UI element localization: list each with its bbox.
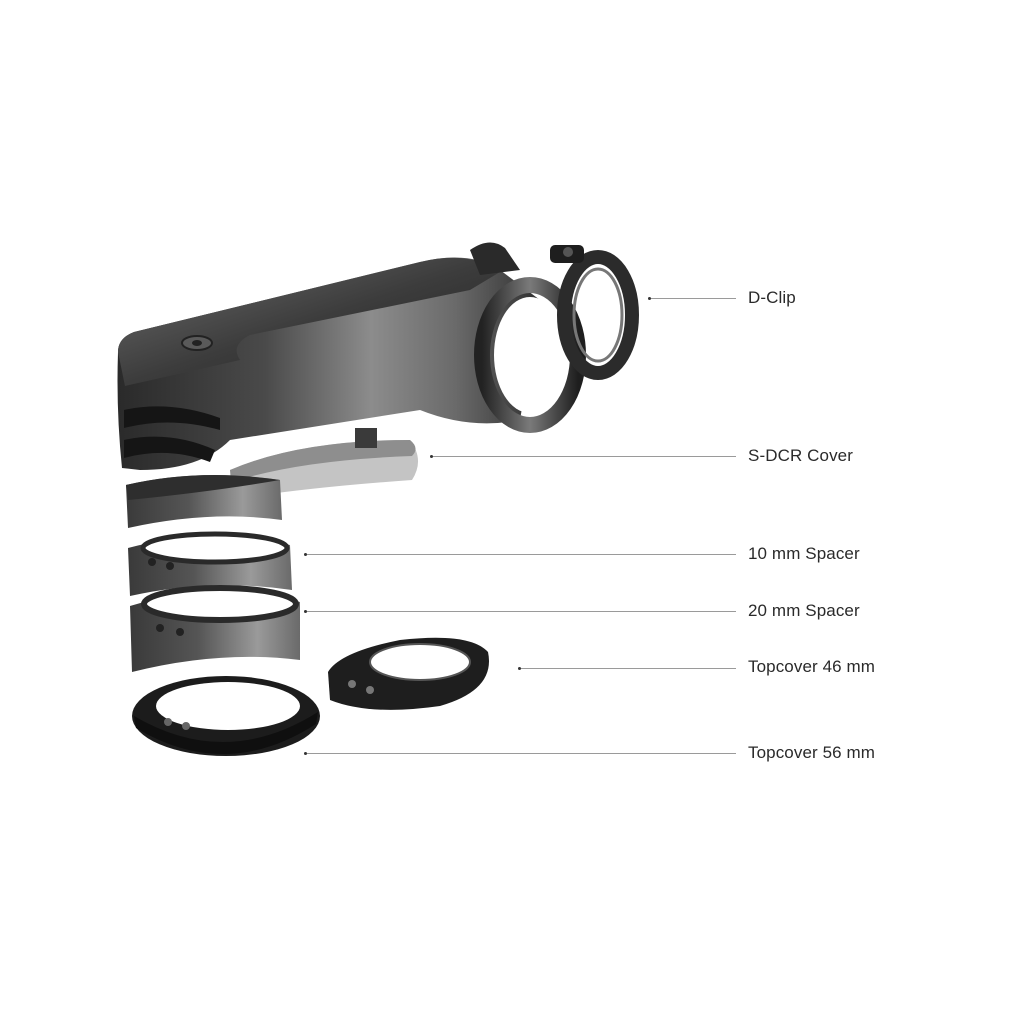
topcover-46mm-leader <box>521 668 736 669</box>
stem-collar <box>126 475 282 528</box>
topcover-56mm-pointer <box>304 752 307 755</box>
topcover-46mm-part <box>328 637 489 710</box>
spacer-10mm-leader <box>307 554 736 555</box>
spacer-20mm-pointer <box>304 610 307 613</box>
topcover-56mm-label: Topcover 56 mm <box>748 743 876 762</box>
spacer-10mm-label: 10 mm Spacer <box>748 544 860 563</box>
topcover-56mm-part <box>132 676 320 756</box>
topcover-46mm-pointer <box>518 667 521 670</box>
spacer-20mm-leader <box>307 611 736 612</box>
spacer-10mm-pointer <box>304 553 307 556</box>
s-dcr-cover-pointer <box>430 455 433 458</box>
s-dcr-cover-leader <box>433 456 736 457</box>
topcover-46mm-label: Topcover 46 mm <box>748 657 876 676</box>
d-clip-part <box>550 245 639 380</box>
spacer-10mm-part <box>128 531 292 596</box>
d-clip-leader <box>651 298 736 299</box>
spacer-20mm-part <box>130 585 300 672</box>
d-clip-pointer <box>648 297 651 300</box>
spacer-20mm-label: 20 mm Spacer <box>748 601 860 620</box>
stem-body <box>117 257 540 470</box>
s-dcr-cover-label: S-DCR Cover <box>748 446 854 465</box>
d-clip-label: D-Clip <box>748 288 796 307</box>
topcover-56mm-leader <box>307 753 736 754</box>
